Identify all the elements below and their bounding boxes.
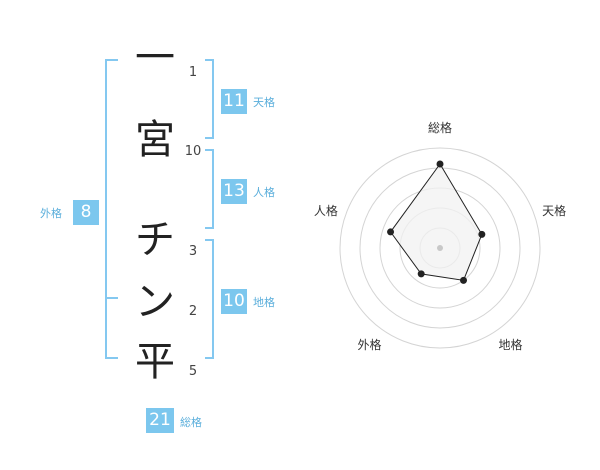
stroke-count-4: 2 <box>188 304 198 319</box>
radar-point-3 <box>460 276 468 284</box>
jinkaku-bracket <box>205 149 214 229</box>
name-char-5: 平 <box>135 339 175 385</box>
gaikaku-value: 8 <box>73 200 99 225</box>
jinkaku-label: 人格 <box>253 186 275 199</box>
name-char-3: チ <box>135 217 175 263</box>
radar-point-2 <box>478 230 486 238</box>
chikaku-value: 10 <box>221 289 247 314</box>
radar-point-1 <box>436 160 444 168</box>
gaikaku-bracket <box>105 59 118 359</box>
stroke-count-1: 1 <box>188 65 198 80</box>
radar-polygon <box>389 163 483 281</box>
name-char-1: 一 <box>135 35 175 81</box>
tenkaku-label: 天格 <box>253 96 275 109</box>
stroke-count-5: 5 <box>188 364 198 379</box>
name-char-4: ン <box>135 279 175 325</box>
chikaku-bracket <box>205 239 214 359</box>
radar-center-dot <box>437 245 443 251</box>
radar-point-5 <box>387 228 395 236</box>
gaikaku-label: 外格 <box>40 207 62 220</box>
radar-axis-label-4: 外格 <box>357 337 381 352</box>
tenkaku-bracket <box>205 59 214 139</box>
radar-axis-label-5: 人格 <box>314 203 338 218</box>
radar-axis-label-1: 総格 <box>428 120 452 135</box>
soukaku-value: 21 <box>146 408 174 433</box>
radar-point-4 <box>417 270 425 278</box>
radar-axis-label-3: 地格 <box>499 337 523 352</box>
tenkaku-value: 11 <box>221 89 247 114</box>
jinkaku-value: 13 <box>221 179 247 204</box>
name-char-2: 宮 <box>135 117 175 163</box>
radar-axis-label-2: 天格 <box>542 203 566 218</box>
chikaku-label: 地格 <box>253 296 275 309</box>
soukaku-label: 総格 <box>180 416 202 429</box>
stroke-count-2: 10 <box>184 144 202 159</box>
stroke-count-3: 3 <box>188 244 198 259</box>
